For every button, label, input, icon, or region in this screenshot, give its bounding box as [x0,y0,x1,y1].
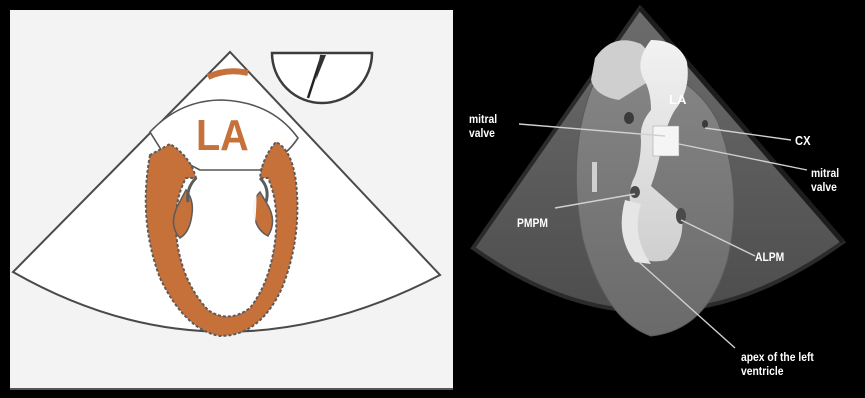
label-mitral-valve-right: mitral valve [811,166,839,194]
cx-vessel [624,112,634,124]
label-mitral-valve-left: mitral valve [469,112,497,140]
la-image-label: LA [669,92,687,107]
left-atrium-label: LA [196,110,249,159]
rendered-heart-image: LA [455,0,865,398]
label-apex: apex of the left ventricle [741,350,814,378]
schematic-drawing: LA [10,10,453,390]
label-alpm: ALPM [755,250,784,264]
mitral-valve-block [653,126,679,156]
rendered-heart-panel: LA mitral valve CX mitral valve PMPM ALP… [455,0,865,398]
label-cx: CX [795,134,811,148]
label-pmpm: PMPM [517,216,548,230]
schematic-panel: LA [10,10,453,390]
